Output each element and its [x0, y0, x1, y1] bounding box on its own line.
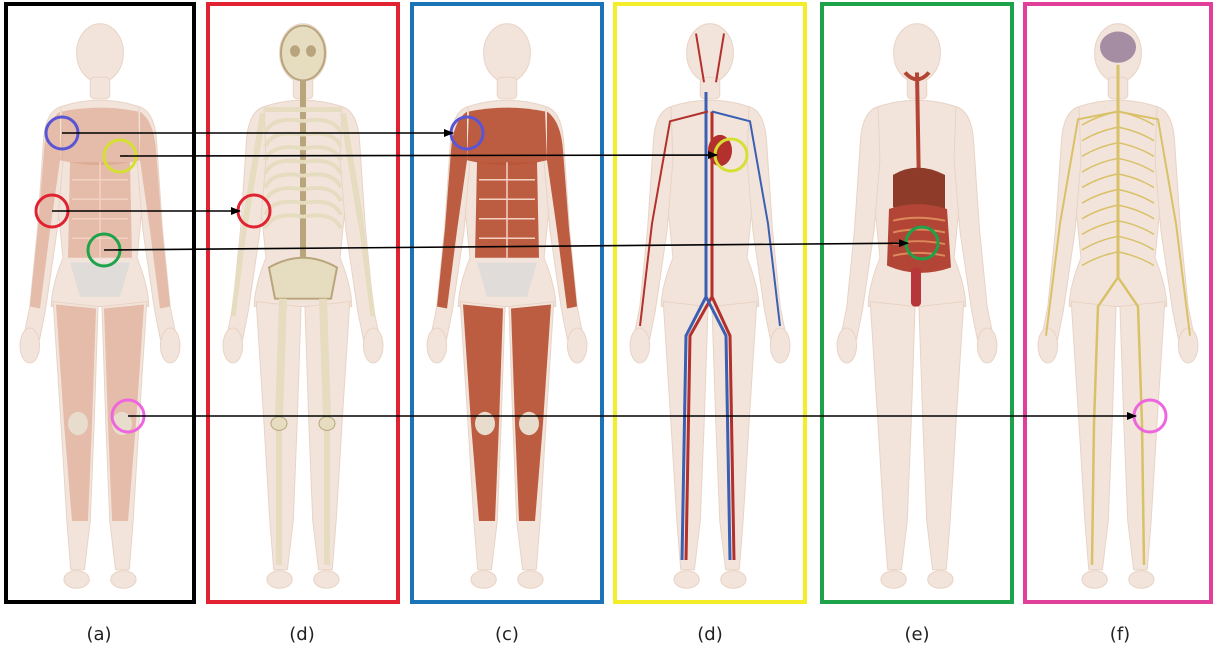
panel-label-d-skeletal: (d) [272, 624, 332, 645]
pelvis-region [477, 263, 537, 297]
panel-label-f: (f) [1090, 624, 1150, 645]
pelvis-region [70, 263, 130, 297]
panel-muscular [412, 4, 602, 602]
knee-left [271, 417, 287, 431]
panel-label-c: (c) [477, 624, 537, 645]
panel-label-a: (a) [69, 624, 129, 645]
panel-nervous [1025, 4, 1211, 602]
panel-digestive [822, 4, 1012, 602]
panels-layer [6, 4, 1211, 602]
correspondence-arrow [120, 155, 717, 156]
intestines [887, 204, 951, 273]
panel-label-e: (e) [887, 624, 947, 645]
femur-left [279, 299, 283, 419]
pelvis [269, 258, 337, 299]
panel-label-d-circulatory: (d) [680, 624, 740, 645]
rectum [911, 268, 921, 307]
eye-socket [290, 45, 300, 57]
eye-socket [306, 45, 316, 57]
femur-right [323, 299, 327, 419]
knee-right [319, 417, 335, 431]
pectoral-muscle [467, 108, 547, 166]
panel-skeletal [208, 4, 398, 602]
left-knee [68, 412, 88, 435]
skull [281, 26, 325, 81]
brain [1100, 32, 1136, 63]
panel-circulatory [615, 4, 805, 602]
panel-muscular-skeletal-overlay [6, 4, 194, 602]
